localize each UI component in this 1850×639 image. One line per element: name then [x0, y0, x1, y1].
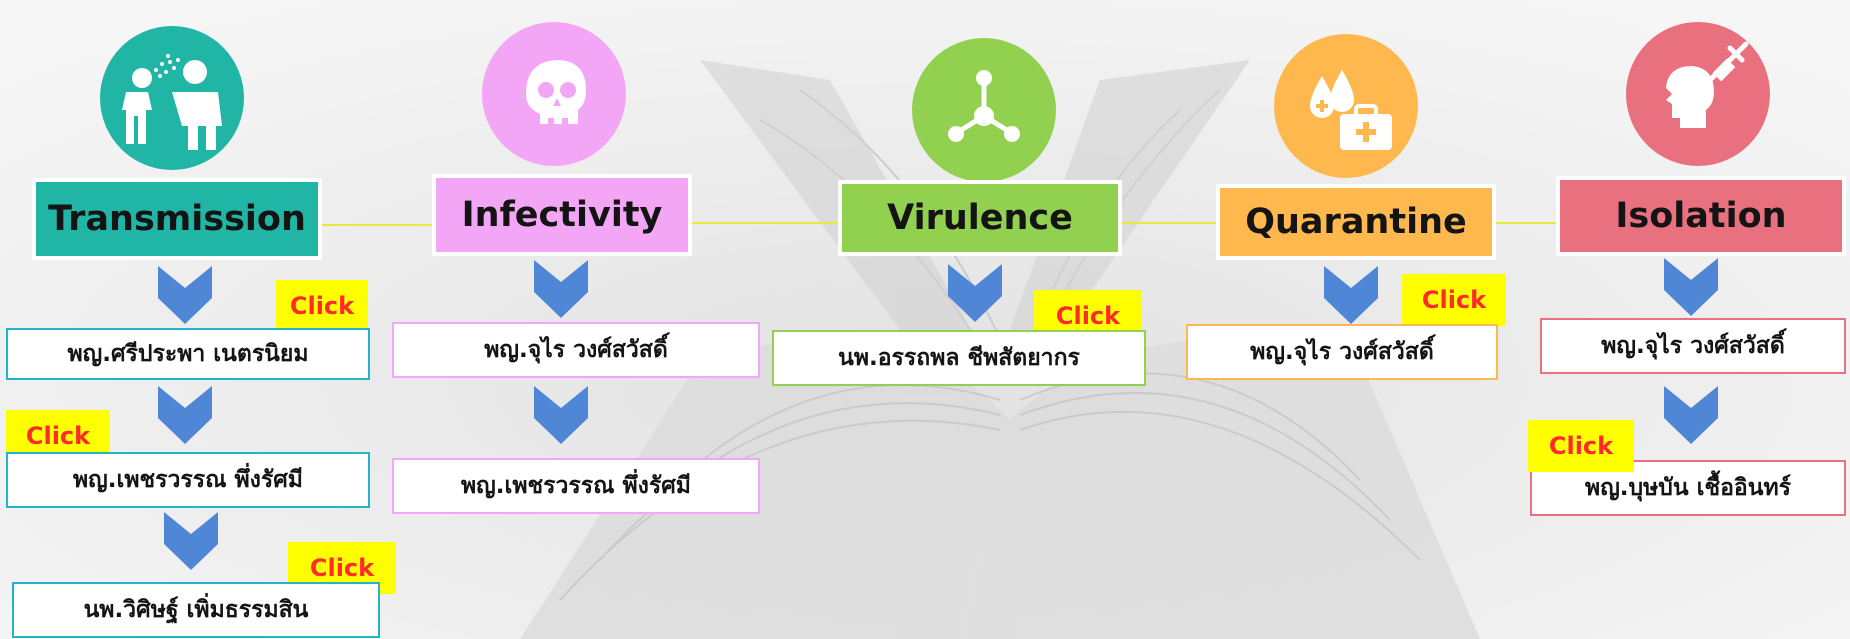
quarantine-title: Quarantine — [1216, 184, 1496, 260]
people-sneeze-icon — [100, 26, 244, 170]
chevron-down-icon — [1324, 266, 1378, 324]
name-box-transmission-1: พญ.ศรีประพา เนตรนิยม — [6, 328, 370, 380]
name-box-isolation-1: พญ.จุไร วงศ์สวัสดิ์ — [1540, 318, 1846, 374]
connector-line-4 — [1494, 222, 1556, 224]
molecule-icon — [912, 38, 1056, 182]
skull-icon — [482, 22, 626, 166]
drops-medkit-icon — [1274, 34, 1418, 178]
head-syringe-icon — [1626, 22, 1770, 166]
infectivity-circle — [482, 22, 626, 166]
chevron-down-icon — [164, 512, 218, 570]
chevron-down-icon — [534, 386, 588, 444]
chevron-down-icon — [948, 264, 1002, 322]
transmission-circle — [100, 26, 244, 170]
name-box-quarantine-1: พญ.จุไร วงศ์สวัสดิ์ — [1186, 324, 1498, 380]
infectivity-title: Infectivity — [432, 174, 692, 256]
chevron-down-icon — [534, 260, 588, 318]
quarantine-circle — [1274, 34, 1418, 178]
chevron-down-icon — [1664, 258, 1718, 316]
name-box-virulence-1: นพ.อรรถพล ชีพสัตยากร — [772, 330, 1146, 386]
chevron-down-icon — [1664, 386, 1718, 444]
chevron-down-icon — [158, 386, 212, 444]
click-button[interactable]: Click — [1402, 274, 1506, 326]
click-button[interactable]: Click — [1528, 420, 1634, 472]
click-button[interactable]: Click — [276, 280, 368, 332]
name-box-infectivity-1: พญ.จุไร วงศ์สวัสดิ์ — [392, 322, 760, 378]
name-box-transmission-2: พญ.เพชรวรรณ พึ่งรัศมี — [6, 452, 370, 508]
virulence-title: Virulence — [838, 180, 1122, 256]
connector-line-2 — [690, 222, 840, 224]
isolation-circle — [1626, 22, 1770, 166]
isolation-title: Isolation — [1556, 176, 1846, 256]
name-box-transmission-3: นพ.วิศิษฐ์ เพิ่มธรรมสิน — [12, 582, 380, 638]
transmission-title: Transmission — [32, 178, 322, 260]
name-box-infectivity-2: พญ.เพชรวรรณ พึ่งรัศมี — [392, 458, 760, 514]
connector-line-1 — [318, 224, 434, 226]
chevron-down-icon — [158, 266, 212, 324]
virulence-circle — [912, 38, 1056, 182]
connector-line-3 — [1118, 222, 1218, 224]
